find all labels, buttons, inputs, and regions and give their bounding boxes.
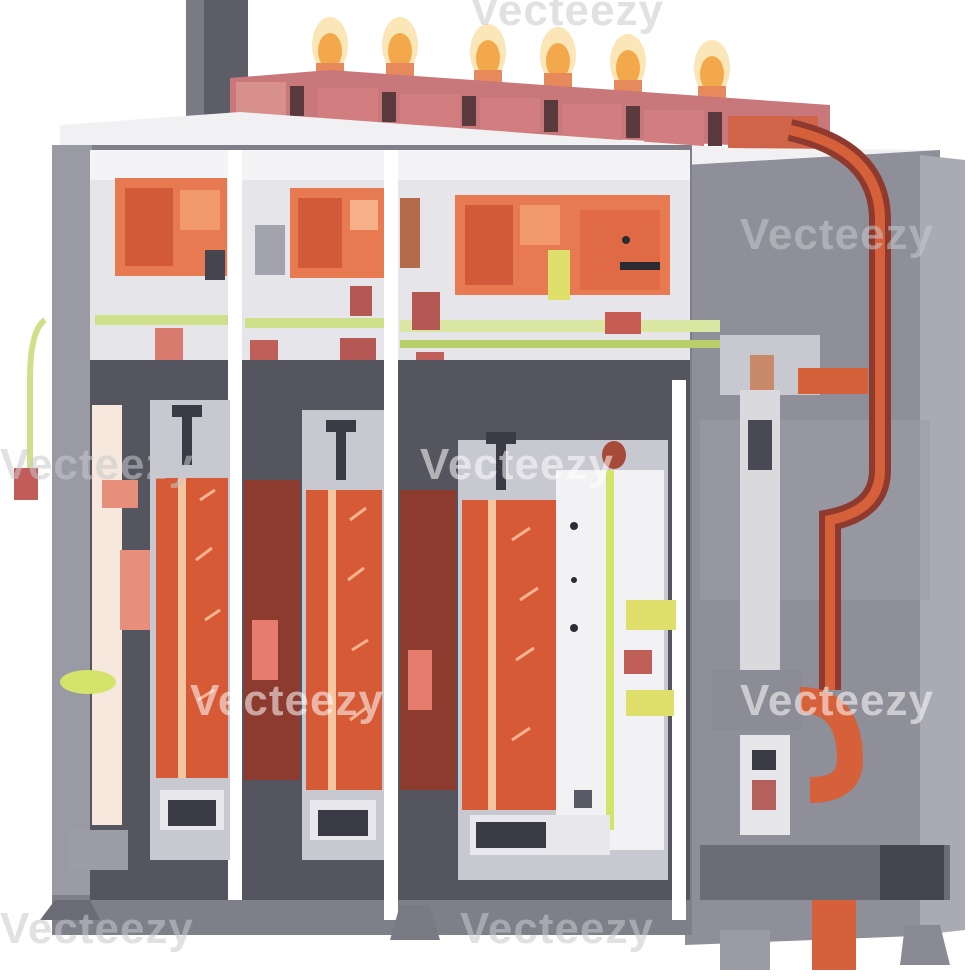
left-insulator: [92, 405, 122, 825]
divider-1: [228, 150, 242, 900]
right-bushing: [712, 335, 820, 835]
divider-3: [672, 380, 686, 920]
cabinet-feet: [40, 900, 950, 965]
divider-2: [384, 150, 398, 920]
cabinet-lid: [60, 112, 940, 175]
control-modules: [115, 178, 670, 300]
core-2: [400, 490, 456, 790]
coil-unit-2: [302, 410, 384, 860]
bottom-valve: [700, 845, 950, 970]
left-gauge: [14, 468, 38, 500]
coil-unit-3: [458, 432, 676, 880]
coil-unit-1: [150, 400, 230, 860]
copper-pipe: [787, 119, 891, 970]
